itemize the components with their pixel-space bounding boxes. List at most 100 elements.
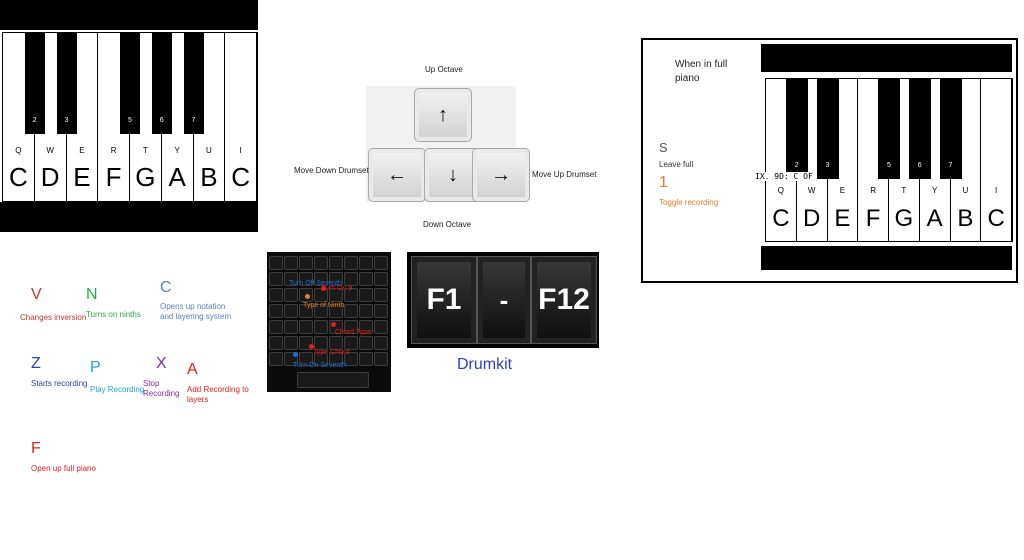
legend-desc-n: Turns on ninths [86,310,141,319]
s-key-letter: S [659,140,668,155]
up-arrow-key[interactable]: ↑ [414,88,472,142]
legend-letter-z: Z [31,355,41,372]
piano-left-black-key-4[interactable]: 7 [183,33,204,134]
keyboard-photo-key [314,320,328,334]
full-piano-white-key-note: C [772,205,790,232]
keyboard-photo-key [374,256,388,270]
legend-letter-f: F [31,440,41,457]
legend-letter-x: X [156,355,167,372]
full-piano-white-key-note: C [987,205,1005,232]
full-piano-black-key-1[interactable]: 3 [816,79,839,180]
keyboard-photo-key [299,320,313,334]
piano-left-white-key-keyboard-label: T [142,146,148,155]
full-piano-top-bar [761,44,1012,72]
keyboard-photo-key [344,336,358,350]
down-octave-label: Down Octave [423,220,472,229]
piano-left-white-key-note: E [73,162,91,192]
full-piano-black-key-2[interactable]: 5 [878,79,900,180]
full-piano-white-key-note: F [865,205,881,232]
keyboard-photo-key [299,352,313,366]
legend-desc-v: Changes inversion [20,313,87,322]
full-piano-black-key-0[interactable]: 2 [785,79,808,180]
keyboard-photo-key [344,256,358,270]
dash-key: - [477,256,531,344]
keyboard-photo-key [269,304,283,318]
keyboard-photo-key [314,352,328,366]
keyboard-photo-key [269,336,283,350]
keyboard-photo-key [269,352,283,366]
keyboard-photo-key [374,304,388,318]
keyboard-photo-key [269,320,283,334]
keyboard-photo-key [314,336,328,350]
kb-dot-3 [331,322,336,327]
full-piano-white-key-keyboard-label: R [870,186,877,195]
keyboard-photo-key [269,256,283,270]
keyboard-photo-key [329,336,343,350]
f12-key[interactable]: F12 [531,256,597,344]
legend-desc-x: Stop Recording [143,379,180,398]
legend-letter-c: C [160,279,172,296]
keyboard-photo-key [284,272,298,286]
legend-letter-v: V [31,286,42,303]
full-piano-white-key-keyboard-label: U [962,186,969,195]
piano-left-black-key-1[interactable]: 3 [56,33,77,134]
piano-left-black-key-0[interactable]: 2 [24,33,45,134]
piano-left-black-key-2[interactable]: 5 [120,33,140,134]
full-piano-white-key-keyboard-label: Y [931,186,938,195]
legend-letter-n: N [86,286,98,303]
full-piano-black-key-number: 3 [825,162,830,170]
kb-dot-1 [321,286,326,291]
full-piano-white-key-keyboard-label: T [901,186,907,195]
keyboard-photo-key [329,272,343,286]
full-piano-black-key-3[interactable]: 6 [908,79,931,180]
keyboard-photo-key [284,320,298,334]
keyboard-photo-key [329,288,343,302]
keyboard-photo-key [314,304,328,318]
keyboard-photo-key [329,352,343,366]
kb-ann-type-of-ninth: Type of Ninth [303,302,345,309]
keyboard-photo-key [299,256,313,270]
piano-left-white-key-keyboard-label: R [110,146,117,155]
piano-left-white-key-note: F [105,162,122,192]
kb-ann-chord-type: Chord Type [335,329,372,336]
keyboard-photo-key [344,304,358,318]
left-arrow-key[interactable]: ← [368,148,426,202]
piano-left-bottom-bar [0,202,258,232]
piano-left-white-key-note: G [135,162,156,192]
keyboard-photo-key [329,304,343,318]
piano-left-white-key-note: C [231,162,251,192]
kb-dot-4 [309,344,314,349]
up-octave-label: Up Octave [425,65,463,74]
full-piano-white-key-keyboard-label: W [807,186,816,195]
right-arrow-key[interactable]: → [472,148,530,202]
legend-desc-a: Add Recording to layers [187,385,249,404]
keyboard-photo-key [359,256,373,270]
full-piano-overlay-text: IX. 9D: C OF [755,172,813,181]
f1-key[interactable]: F1 [411,256,477,344]
piano-left-black-key-number: 2 [32,116,37,124]
drumkit-panel: F1 - F12 Drumkit [407,252,599,382]
piano-left-black-key-3[interactable]: 6 [151,33,172,134]
kb-ann-turn-on-seventh: Turn On Seventh [293,362,347,369]
full-piano-white-key-note: B [957,205,974,232]
full-piano-black-key-number: 7 [948,162,953,170]
keyboard-photo-key [359,288,373,302]
full-piano-black-key-number: 6 [917,162,922,170]
full-piano-white-key-note: D [802,205,821,232]
kb-dot-2 [305,294,310,299]
drumkit-label: Drumkit [457,356,513,373]
keyboard-photo-key [344,352,358,366]
keyboard-photo-key [269,272,283,286]
full-piano-white-key-keyboard-label: E [839,186,846,195]
move-down-drumset-label: Move Down Drumset [294,166,369,175]
keyboard-photo-key [359,304,373,318]
keyboard-photo-key [329,256,343,270]
keyboard-photo-key [284,288,298,302]
piano-left-black-key-number: 7 [191,116,196,124]
full-piano-black-key-4[interactable]: 7 [939,79,962,180]
full-piano-panel: When in full piano S Leave full 1 Toggle… [641,38,1018,283]
